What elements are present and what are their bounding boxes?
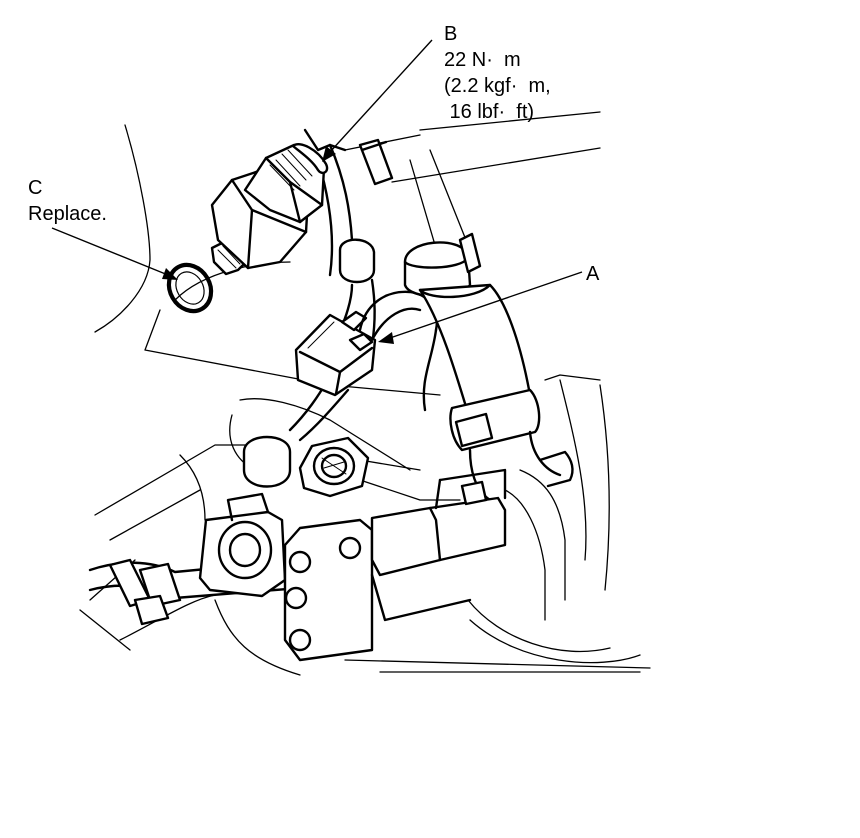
callout-b-torque-kgfm: (2.2 kgf· m, [444, 75, 551, 97]
callout-c-letter: C [28, 177, 42, 199]
callout-a: A [586, 263, 600, 285]
callout-b-letter: B [444, 23, 457, 45]
callout-b-torque-nm: 22 N· m [444, 49, 521, 71]
callout-b: B 22 N· m (2.2 kgf· m, 16 lbf· ft) [444, 23, 551, 123]
fitting-assembly [88, 436, 507, 662]
leader-lines [51, 39, 583, 344]
callout-a-letter: A [586, 263, 600, 285]
callout-c: C Replace. [28, 177, 107, 225]
engine-background [79, 111, 651, 676]
cylinder-unit [403, 232, 574, 502]
callout-c-note: Replace. [28, 203, 107, 225]
o-ring-c [166, 262, 214, 314]
callout-b-torque-lbfft: 16 lbf· ft) [444, 101, 534, 123]
pressure-switch-b [210, 143, 329, 276]
